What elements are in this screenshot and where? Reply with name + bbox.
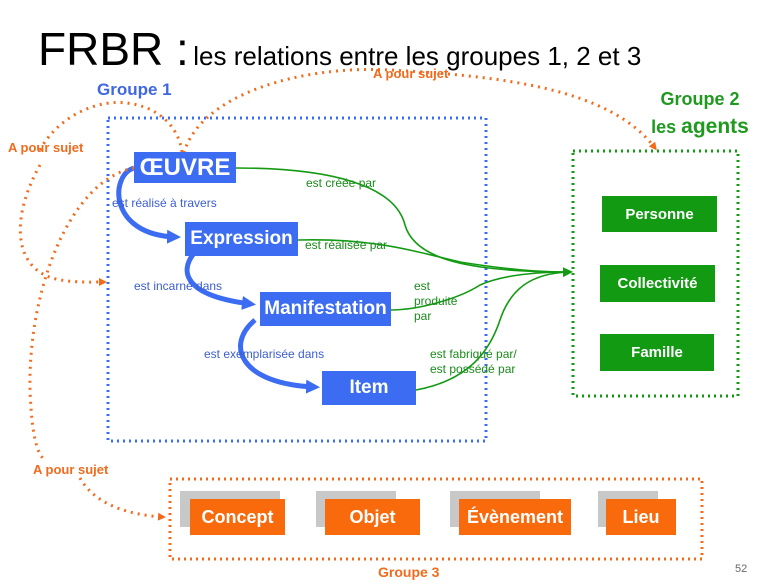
relation-fabrique-line1: est fabriqué par/ xyxy=(430,347,517,361)
relation-creee-par: est créée par xyxy=(306,176,377,190)
relation-fabrique-line2: est possédé par xyxy=(430,362,516,376)
entity-lieu: Lieu xyxy=(606,499,676,535)
entity-collectivite: Collectivité xyxy=(600,265,715,302)
subject-curve-left xyxy=(18,164,107,287)
arrow-expression-manifestation xyxy=(184,250,256,310)
group3-label: Groupe 3 xyxy=(378,564,440,580)
entity-expression: Expression xyxy=(185,222,298,256)
entity-objet: Objet xyxy=(325,499,420,535)
entity-item: Item xyxy=(322,371,416,405)
line-item-agents xyxy=(415,267,573,391)
entity-oeuvre: ŒUVRE xyxy=(134,152,236,183)
page-title: FRBR : les relations entre les groupes 1… xyxy=(38,22,641,76)
subject-curve-top xyxy=(182,67,657,154)
line-manifestation-agents xyxy=(389,271,571,311)
page-number: 52 xyxy=(735,563,748,575)
relation-realise: est réalisé à travers xyxy=(112,196,217,210)
group2-label: Groupe 2 les agents xyxy=(640,86,760,141)
title-sub: les relations entre les groupes 1, 2 et … xyxy=(193,41,642,71)
entity-concept: Concept xyxy=(190,499,285,535)
title-main: FRBR : xyxy=(38,23,189,75)
group2-label-line1: Groupe 2 xyxy=(660,89,740,109)
subject-curve-bottom-outer xyxy=(28,166,135,462)
subject-curve-bottom xyxy=(78,477,166,521)
relation-produite-par: est produite par xyxy=(414,279,457,324)
group1-label: Groupe 1 xyxy=(97,80,172,99)
entity-manifestation: Manifestation xyxy=(260,292,391,326)
group2-frame xyxy=(571,149,740,398)
group1-frame xyxy=(106,116,488,443)
entity-famille: Famille xyxy=(600,334,714,371)
line-oeuvre-agents xyxy=(235,167,571,273)
line-expression-agents xyxy=(297,238,571,273)
group2-label-prefix: les xyxy=(651,117,677,137)
subject-label-bottom: A pour sujet xyxy=(33,462,109,477)
relation-exemplarise: est exemplarisée dans xyxy=(204,347,325,361)
relation-incarne: est incarné dans xyxy=(134,279,223,293)
group2-label-line2: les agents xyxy=(640,113,760,141)
relation-produite-line1: est xyxy=(414,279,431,293)
relation-realisee-par: est réalisée par xyxy=(305,238,388,252)
relation-fabrique-possede: est fabriqué par/ est possédé par xyxy=(430,347,517,377)
arrow-oeuvre-expression xyxy=(116,165,181,244)
subject-label-left: A pour sujet xyxy=(8,140,84,155)
arrow-manifestation-item xyxy=(238,318,320,394)
group2-label-emph: agents xyxy=(681,115,749,138)
entity-evenement: Évènement xyxy=(459,499,571,535)
group3-frame xyxy=(168,477,704,561)
entity-personne: Personne xyxy=(602,196,717,232)
relation-produite-line2: produite xyxy=(414,294,458,308)
subject-label-top: A pour sujet xyxy=(373,66,449,81)
relation-produite-line3: par xyxy=(414,309,432,323)
